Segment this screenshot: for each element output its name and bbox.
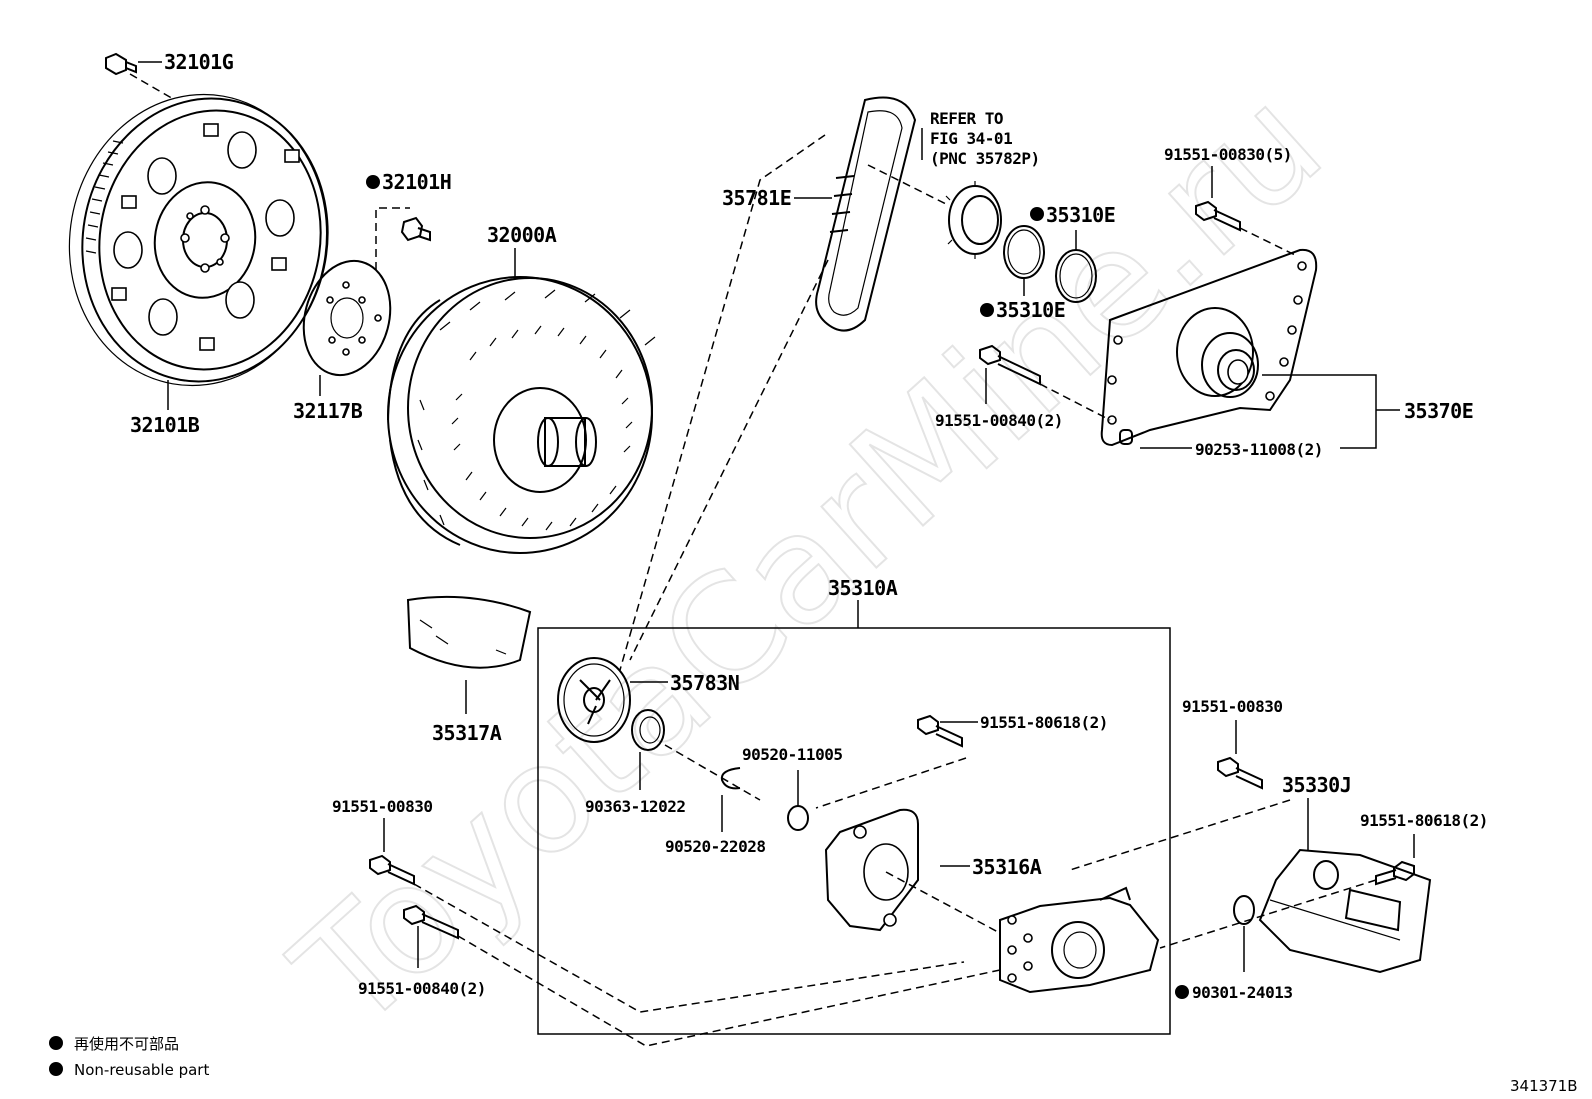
label-90301-24013: 90301-24013 <box>1192 983 1292 1002</box>
baffle-35317A <box>406 595 532 669</box>
label-32101B: 32101B <box>130 413 200 437</box>
housing-35370E <box>1100 248 1318 447</box>
label-32117B: 32117B <box>293 399 363 423</box>
label-90253-11008-2: 90253-11008(2) <box>1195 440 1323 459</box>
plate-32117B <box>302 259 392 377</box>
cover-35316A <box>824 808 919 932</box>
label-35317A: 35317A <box>432 721 502 745</box>
label-90520-22028: 90520-22028 <box>665 837 765 856</box>
chain-35781E <box>815 96 917 332</box>
label-35310A: 35310A <box>828 576 898 600</box>
svg-text:ToyotaCarMine.ru: ToyotaCarMine.ru <box>263 56 1354 1063</box>
label-32000A: 32000A <box>487 223 557 247</box>
legend-japanese: 再使用不可部品 <box>74 1035 179 1053</box>
label-32101G: 32101G <box>164 50 234 74</box>
label-35316A: 35316A <box>972 855 1042 879</box>
bolt-91551-00830-right <box>1217 756 1263 790</box>
legend-english: Non-reusable part <box>74 1061 209 1079</box>
bolt-91551-00840-2-bottom <box>403 904 459 940</box>
drive-plate-32101B <box>68 93 329 387</box>
assembly-box-35310A <box>537 627 1171 1035</box>
label-refer-1: REFER TO <box>930 109 1003 128</box>
bolt-32101G <box>105 52 137 76</box>
label-35781E: 35781E <box>722 186 791 210</box>
label-91551-80618-2-mid: 91551-80618(2) <box>980 713 1108 732</box>
bolt-91551-00830-5 <box>1195 200 1241 232</box>
strainer-35330J <box>1258 848 1432 974</box>
label-91551-00840-2-top: 91551-00840(2) <box>935 411 1063 430</box>
bolt-91551-00830-left <box>369 854 415 886</box>
o-ring-90301-24013 <box>1233 895 1255 925</box>
bolt-91551-00840-2-top <box>979 344 1041 386</box>
label-35783N: 35783N <box>670 671 739 695</box>
oil-pump-body <box>999 886 1160 994</box>
label-32101H: 32101H <box>382 170 451 194</box>
sprocket-35783N <box>557 657 631 743</box>
sprocket-35782P <box>945 181 1002 259</box>
label-35330J: 35330J <box>1282 773 1351 797</box>
label-90363-12022: 90363-12022 <box>585 797 685 816</box>
label-90520-11005: 90520-11005 <box>742 745 842 764</box>
watermark: ToyotaCarMine.ru <box>262 55 1355 1064</box>
bolt-91551-80618-2-mid <box>917 714 963 748</box>
figure-number: 341371B <box>1510 1077 1578 1095</box>
label-91551-00830-5: 91551-00830(5) <box>1164 145 1292 164</box>
legend: 再使用不可部品 Non-reusable part <box>49 1035 209 1079</box>
snap-ring-90520-22028 <box>720 767 741 790</box>
snap-ring-90520-11005 <box>787 805 809 831</box>
label-91551-80618-2-right: 91551-80618(2) <box>1360 811 1488 830</box>
label-91551-00830-right: 91551-00830 <box>1182 697 1282 716</box>
bolt-32101H <box>400 216 431 242</box>
label-refer-3: (PNC 35782P) <box>930 149 1040 168</box>
torque-converter-32000A <box>387 276 656 554</box>
label-91551-00830-left: 91551-00830 <box>332 797 432 816</box>
label-91551-00840-2-bottom: 91551-00840(2) <box>358 979 486 998</box>
label-35310E-b: 35310E <box>996 298 1065 322</box>
label-35370E: 35370E <box>1404 399 1473 423</box>
label-refer-2: FIG 34-01 <box>930 129 1012 148</box>
bearing-90363-12022 <box>631 709 665 751</box>
label-35310E-a: 35310E <box>1046 203 1115 227</box>
